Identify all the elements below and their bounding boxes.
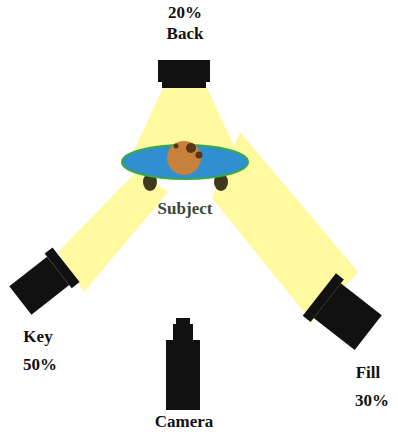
camera-top (173, 324, 193, 340)
camera-body (166, 340, 200, 410)
key-light-beam (58, 170, 168, 292)
percent-label: 20% (168, 4, 202, 23)
percent-label: 30% (355, 392, 389, 411)
subject-head (167, 141, 201, 175)
light-name: Back (167, 25, 204, 44)
subject-label: Subject (158, 200, 213, 219)
key-light (7, 247, 80, 317)
back-light (158, 60, 210, 82)
fill-light (303, 273, 385, 354)
subject-hair (196, 152, 203, 159)
camera-top (176, 318, 190, 324)
percent-label: 50% (23, 356, 57, 375)
camera-label: Camera (155, 413, 214, 432)
subject-hair (186, 143, 196, 153)
back-light-lip (162, 82, 206, 88)
light-name: Fill (356, 364, 381, 383)
light-name: Key (23, 328, 52, 347)
subject-hair (174, 144, 179, 149)
